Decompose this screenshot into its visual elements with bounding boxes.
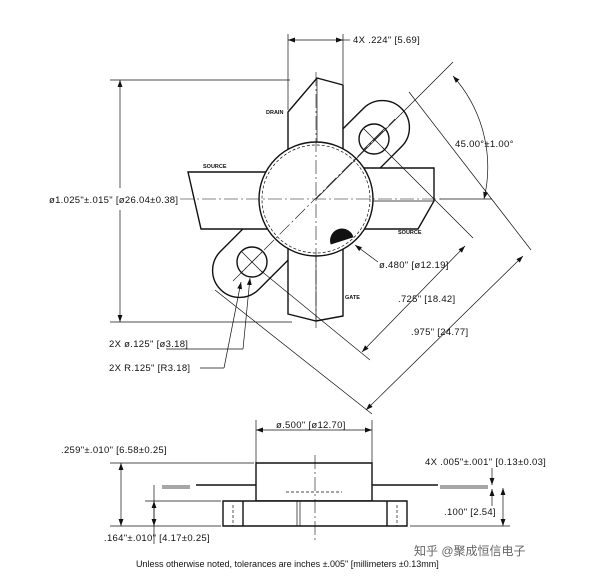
dimension-total-height xyxy=(110,462,254,527)
dimension-lead-width xyxy=(287,34,350,110)
dimension-flange-length-text: .975" [24.77] xyxy=(411,327,468,338)
dimension-lead-height-text: .100" [2.54] xyxy=(444,507,496,518)
dimension-overall-diameter xyxy=(110,79,292,323)
lead-label-gate: GATE xyxy=(345,295,360,301)
dimension-flange-radius-text: 2X R.125" [R3.18] xyxy=(109,363,190,374)
mounting-hole-upper xyxy=(358,123,390,155)
dimension-flange-angle xyxy=(315,61,492,200)
leader-hole-diameter xyxy=(166,277,252,350)
watermark: 知乎 @聚成恒信电子 xyxy=(414,544,526,558)
drain-lead xyxy=(287,77,344,151)
side-view xyxy=(162,455,488,540)
dimension-cap-diameter xyxy=(255,420,373,463)
dimension-hole-diameter-text: 2X ø.125" [ø3.18] xyxy=(109,339,188,350)
gate-notch-marker xyxy=(330,228,354,245)
dimension-lead-height xyxy=(410,488,510,527)
leader-flange-radius xyxy=(200,281,243,369)
lead-label-drain: DRAIN xyxy=(266,110,283,116)
tolerance-note: Unless otherwise noted, tolerances are i… xyxy=(136,559,439,569)
dimension-flange-length xyxy=(214,91,532,415)
dimension-lead-thickness-text: 4X .005"±.001" [0.13±0.03] xyxy=(425,457,546,468)
dimension-lead-width-text: 4X .224" [5.69] xyxy=(353,35,420,46)
leader-body-diameter xyxy=(354,244,379,263)
dimension-flange-height-text: .164"±.010" [4.17±0.25] xyxy=(104,533,210,544)
lead-label-source-right: SOURCE xyxy=(398,230,422,236)
dimension-body-diameter-text: ø.480" [ø12.19] xyxy=(379,260,449,271)
dimension-cap-diameter-text: ø.500" [ø12.70] xyxy=(276,420,346,431)
dimension-hole-spacing-text: .725" [18.42] xyxy=(398,294,455,305)
dimension-total-height-text: .259"±.010" [6.58±0.25] xyxy=(61,445,167,456)
dimension-flange-angle-text: 45.00°±1.00° xyxy=(455,139,514,150)
cap-profile xyxy=(255,462,373,502)
flange-profile xyxy=(222,500,408,527)
source-lead-left xyxy=(187,171,269,230)
lead-label-source-left: SOURCE xyxy=(203,164,227,170)
dimension-flange-height xyxy=(145,485,221,544)
dimension-overall-diameter-text: ø1.025"±.015" [ø26.04±0.38] xyxy=(49,195,178,206)
